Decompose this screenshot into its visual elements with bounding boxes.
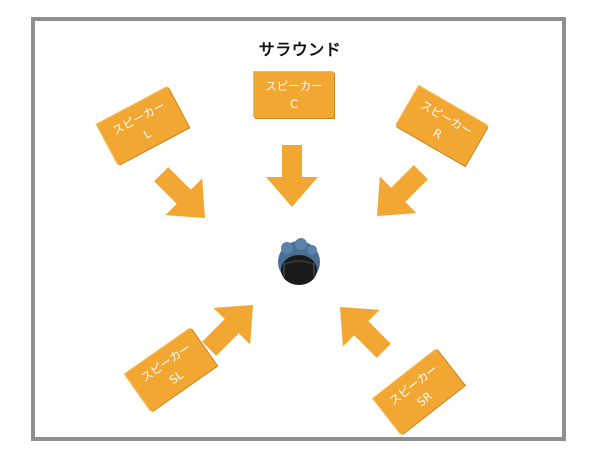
person-head-icon (278, 238, 320, 285)
arrow-icon (202, 305, 253, 356)
arrow-icon (154, 167, 205, 218)
diagram-title: サラウンド (258, 40, 342, 59)
speaker-center: スピーカー C (254, 72, 334, 118)
arrow-icon (377, 165, 428, 216)
arrow-from-surround-right (340, 307, 391, 358)
arrow-from-surround-left (202, 305, 253, 356)
arrow-icon (340, 307, 391, 358)
arrow-icon (266, 145, 318, 207)
arrow-from-center (266, 145, 318, 207)
arrow-from-left (154, 167, 205, 218)
arrow-from-right (377, 165, 428, 216)
speaker-label: スピーカー (265, 79, 323, 93)
speaker-channel: C (289, 97, 299, 111)
